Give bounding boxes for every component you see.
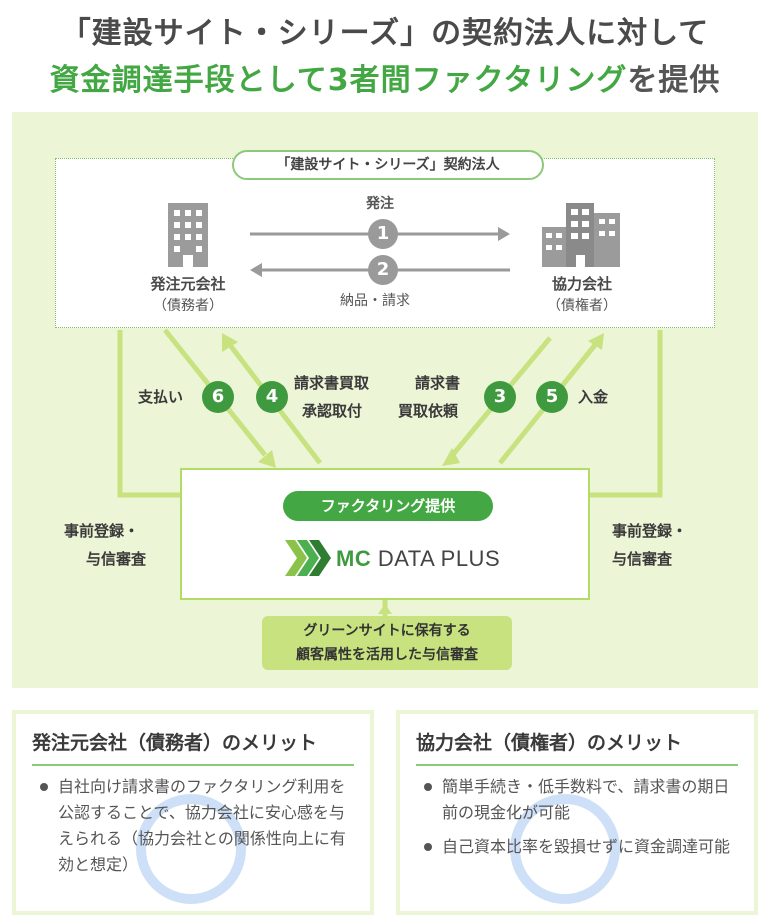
title-highlight: 資金調達手段として3者間ファクタリング bbox=[49, 63, 628, 98]
step-6-label: 支払い bbox=[138, 388, 184, 406]
step-3-line2: 買取依頼 bbox=[398, 402, 459, 420]
step-5-badge: 5 bbox=[536, 381, 568, 413]
contract-party-label: 「建設サイト・シリーズ」契約法人 bbox=[232, 150, 544, 180]
building-icon bbox=[168, 203, 208, 267]
note-arrowhead bbox=[378, 604, 392, 614]
flow-1-label: 発注 bbox=[366, 196, 394, 212]
mc-logo-rest: DATA PLUS bbox=[377, 546, 501, 571]
left-check-line bbox=[117, 330, 180, 498]
debtor-merit-list: 自社向け請求書のファクタリング利用を公認することで、協力会社に安心感を与えられる… bbox=[38, 774, 358, 886]
arrow-4-head bbox=[222, 333, 238, 352]
right-check-line2: 与信審査 bbox=[612, 550, 673, 568]
right-check-line1: 事前登録・ bbox=[612, 522, 688, 540]
arrow-6-head bbox=[258, 450, 276, 468]
arrow-2-head bbox=[250, 263, 262, 277]
mc-logo-mc: MC bbox=[336, 546, 372, 571]
creditor-merit-list: 簡単手続き・低手数料で、請求書の期日前の現金化が可能 自己資本比率を毀損せずに資… bbox=[422, 774, 742, 868]
page-title-line1: 「建設サイト・シリーズ」の契約法人に対して bbox=[60, 16, 710, 51]
step-5-label: 入金 bbox=[578, 388, 609, 406]
creditor-merit-title: 協力会社（債権者）のメリット bbox=[416, 732, 683, 754]
note-line2: 顧客属性を活用した与信審査 bbox=[296, 647, 478, 663]
arrow-1-head bbox=[498, 227, 510, 241]
debtor-merit-box: 発注元会社（債務者）のメリット 自社向け請求書のファクタリング利用を公認すること… bbox=[12, 710, 374, 915]
divider bbox=[32, 764, 354, 766]
credit-review-note: グリーンサイトに保有する 顧客属性を活用した与信審査 bbox=[262, 616, 512, 670]
arrow-5-head bbox=[588, 333, 604, 350]
divider bbox=[416, 764, 738, 766]
step-4-badge: 4 bbox=[256, 381, 288, 413]
debtor-name: 発注元会社 bbox=[150, 275, 226, 293]
decorative-ring bbox=[136, 794, 246, 904]
step-4-line1: 請求書買取 bbox=[294, 374, 370, 392]
mc-logo-text: MC DATA PLUS bbox=[336, 546, 500, 572]
title-suffix: を提供 bbox=[627, 63, 721, 98]
factoring-pill: ファクタリング提供 bbox=[283, 491, 493, 521]
page-title-line2: 資金調達手段として3者間ファクタリングを提供 bbox=[0, 55, 770, 99]
creditor-name: 協力会社 bbox=[551, 275, 612, 293]
flow-1-badge: 1 bbox=[368, 219, 398, 249]
note-line1: グリーンサイトに保有する bbox=[303, 623, 471, 639]
arrow-3-head bbox=[442, 448, 460, 466]
step-4-line2: 承認取付 bbox=[302, 402, 363, 420]
step-3-line1: 請求書 bbox=[415, 374, 461, 392]
creditor-role: （債権者） bbox=[547, 298, 617, 314]
flow-2-label: 納品・請求 bbox=[340, 293, 410, 309]
left-check-line2: 与信審査 bbox=[86, 550, 147, 568]
decorative-ring bbox=[510, 794, 620, 904]
step-6-badge: 6 bbox=[202, 381, 234, 413]
right-check-line bbox=[590, 330, 663, 498]
buildings-icon bbox=[542, 203, 620, 267]
step-3-badge: 3 bbox=[484, 381, 516, 413]
creditor-merit-box: 協力会社（債権者）のメリット 簡単手続き・低手数料で、請求書の期日前の現金化が可… bbox=[396, 710, 758, 915]
list-item: 簡単手続き・低手数料で、請求書の期日前の現金化が可能 bbox=[422, 774, 742, 826]
list-item: 自社向け請求書のファクタリング利用を公認することで、協力会社に安心感を与えられる… bbox=[38, 774, 358, 878]
debtor-merit-title: 発注元会社（債務者）のメリット bbox=[32, 732, 318, 754]
flow-2-badge: 2 bbox=[368, 255, 398, 285]
mc-logo-icon bbox=[285, 540, 331, 576]
debtor-role: （債務者） bbox=[153, 298, 223, 314]
list-item: 自己資本比率を毀損せずに資金調達可能 bbox=[422, 834, 742, 860]
left-check-line1: 事前登録・ bbox=[64, 522, 140, 540]
provider-box bbox=[180, 468, 590, 600]
